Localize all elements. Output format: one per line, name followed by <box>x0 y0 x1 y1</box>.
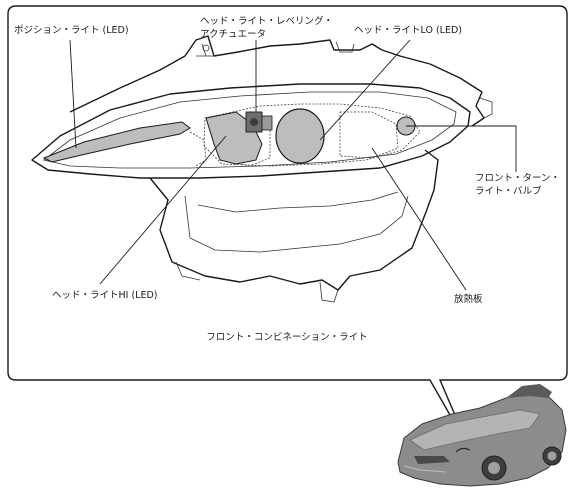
label-heat-sink: 放熱板 <box>454 293 483 305</box>
leveling-actuator <box>245 111 273 133</box>
car-illustration <box>397 384 567 487</box>
label-headlight-hi: ヘッド・ライトHI (LED) <box>52 290 158 301</box>
position-light-strip <box>42 121 191 163</box>
upper-flange <box>69 35 485 127</box>
leader-lines <box>69 39 517 291</box>
label-headlight-lo: ヘッド・ライトLO (LED) <box>354 25 462 36</box>
label-leveling-actuator-2: アクチュエータ <box>200 29 266 40</box>
label-front-turn-2: ライト・バルブ <box>475 185 542 197</box>
lower-housing <box>149 149 439 291</box>
callout-frame <box>7 5 568 451</box>
headlight-assembly <box>31 35 493 303</box>
label-assembly-caption: フロント・コンビネーション・ライト <box>206 332 367 343</box>
label-front-turn-1: フロント・ターン・ <box>475 173 560 184</box>
label-leveling-actuator-1: ヘッド・ライト・レベリング・ <box>200 15 333 27</box>
label-position-light: ポジション・ライト (LED) <box>14 25 129 36</box>
headlight-lo-projector <box>275 108 325 164</box>
